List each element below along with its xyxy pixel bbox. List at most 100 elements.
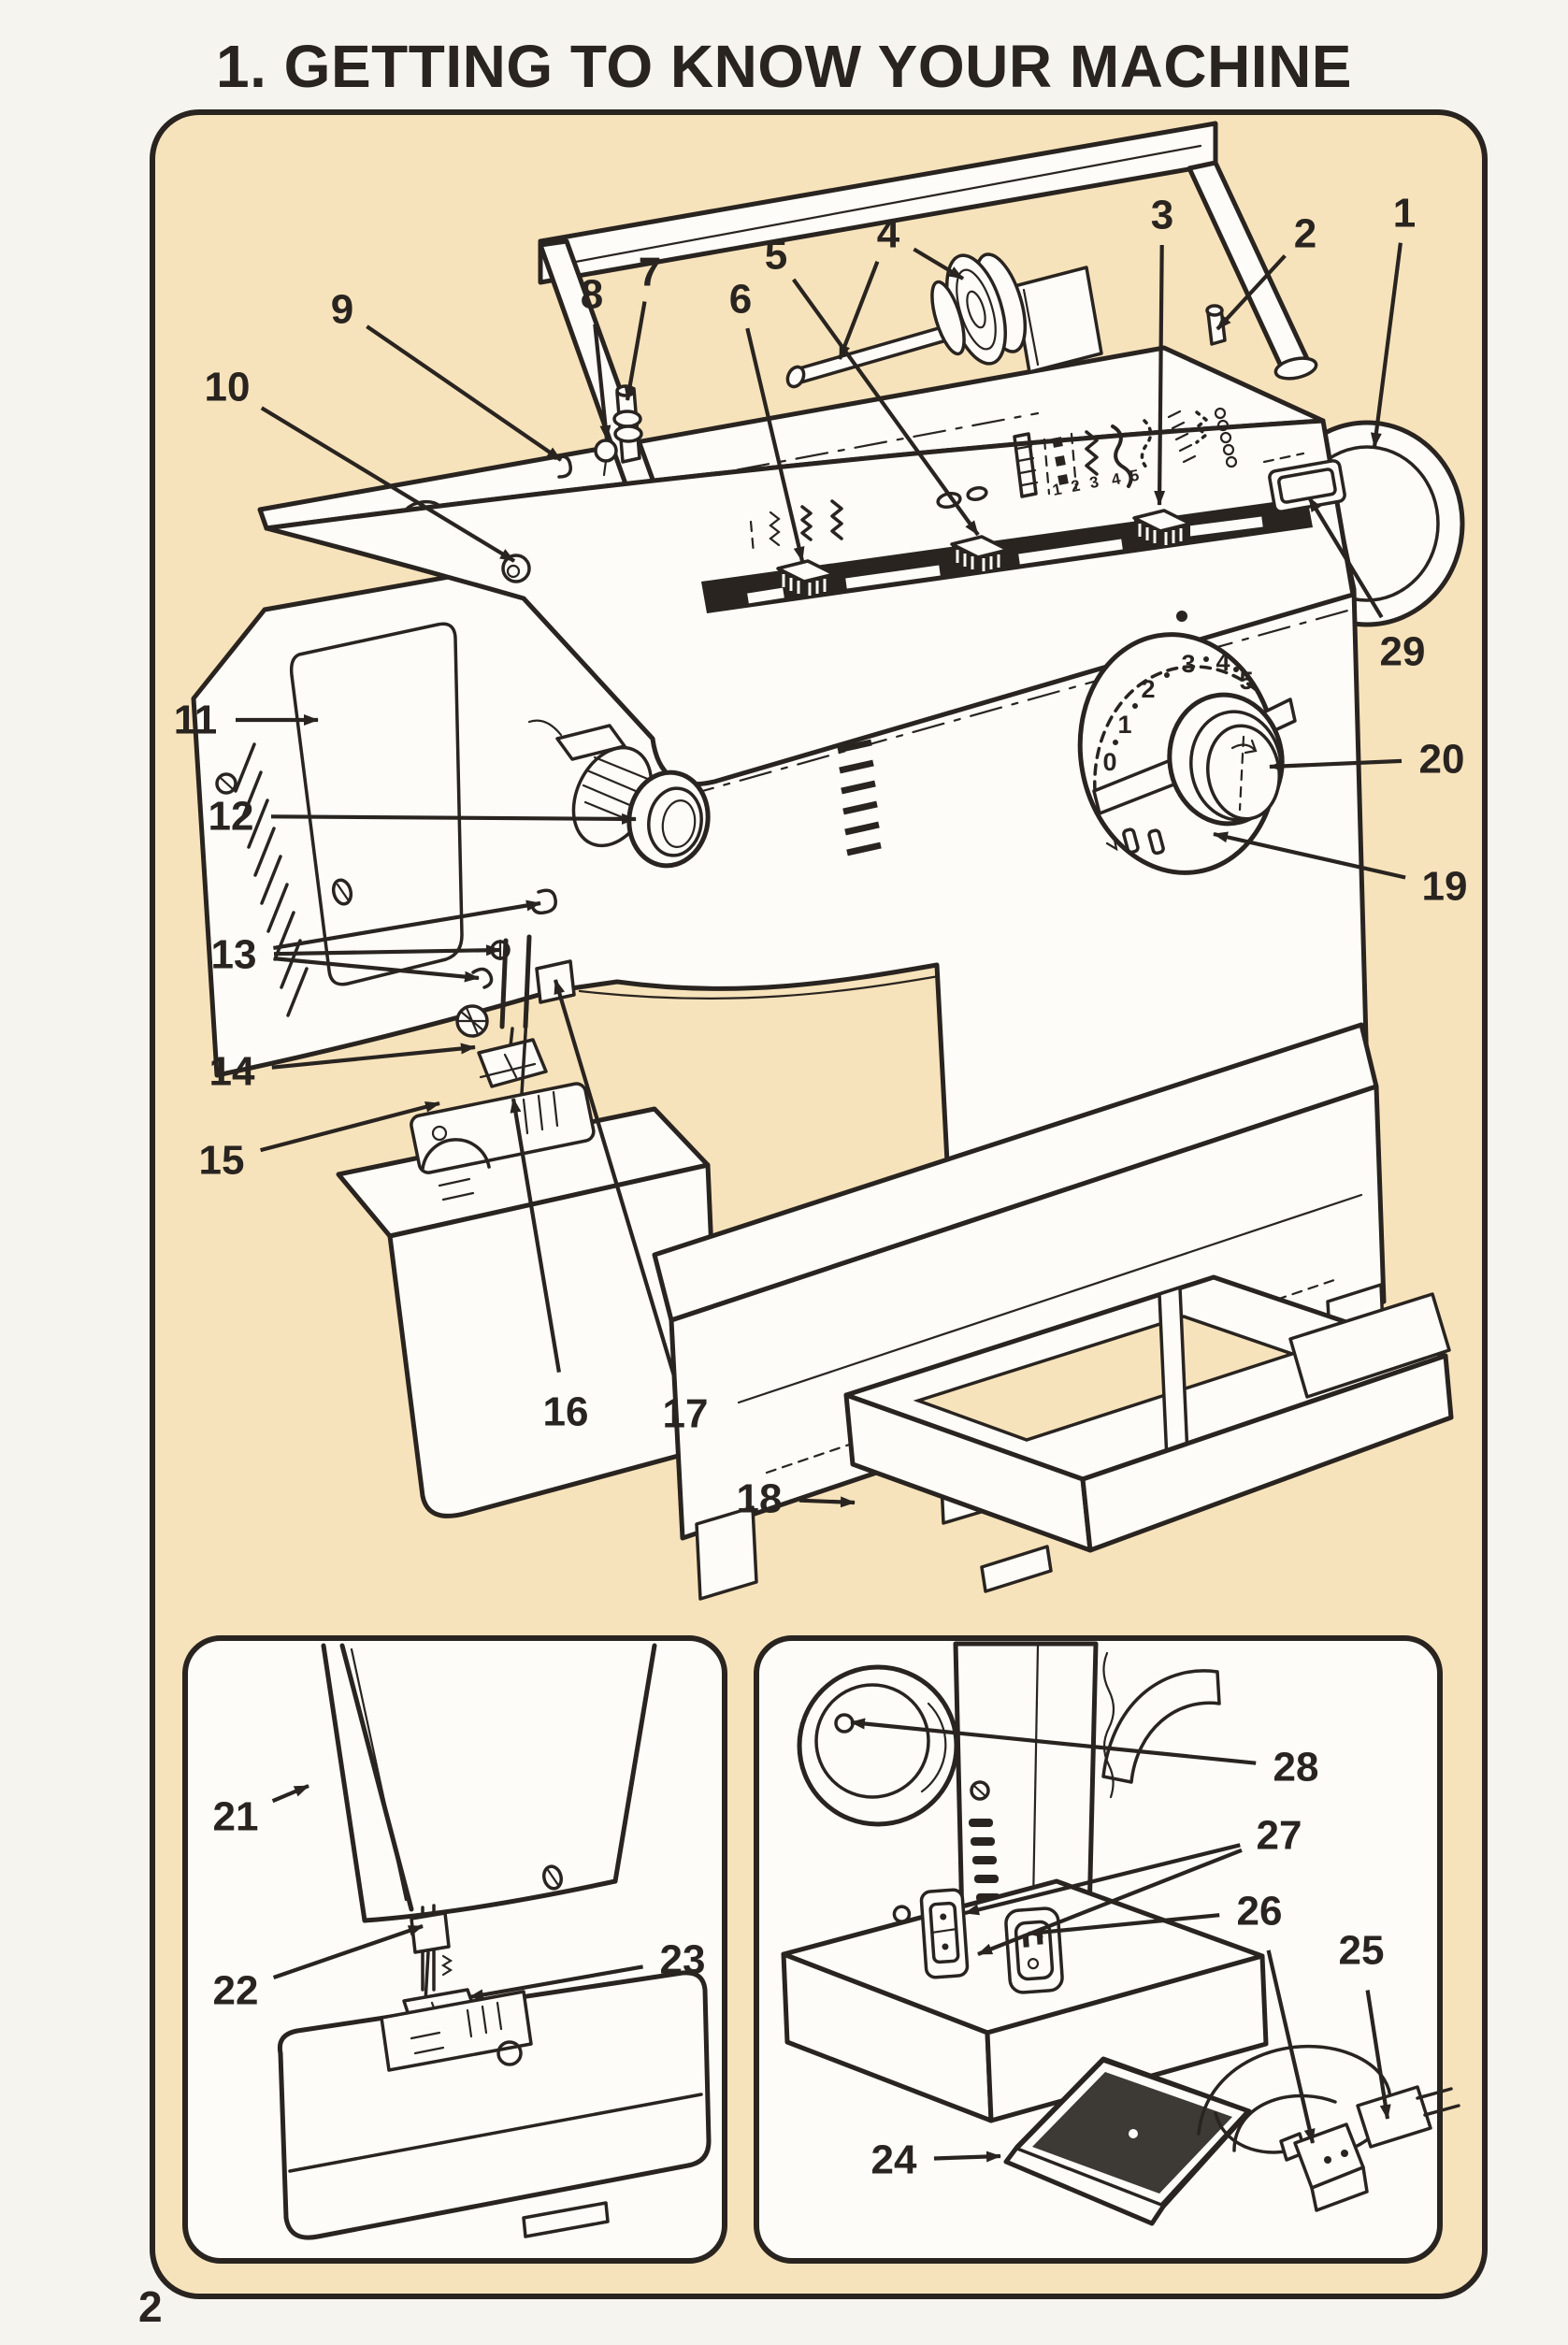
callout-15-number: 15 — [199, 1138, 245, 1184]
callout-16: 16 — [510, 1098, 589, 1435]
machine-base-rear — [781, 1878, 1269, 2123]
callout-19-leader — [1213, 831, 1406, 880]
callout-27-leader — [964, 1843, 1241, 1916]
callout-23-number: 23 — [660, 1937, 706, 1983]
callout-11: 11 — [174, 698, 319, 743]
inset-needle-plate — [380, 1990, 533, 2072]
callout-29-number: 29 — [1380, 629, 1426, 675]
face-plate — [215, 622, 464, 986]
callout-13-number: 13 — [211, 932, 257, 978]
control-panel — [264, 418, 1359, 798]
dial-label-3: 3 — [1181, 650, 1195, 678]
callout-20-number: 20 — [1419, 737, 1465, 783]
callout-3: 3 — [1151, 193, 1173, 506]
callout-4-number: 4 — [877, 211, 900, 257]
callout-26: 26 — [1028, 1889, 1316, 2144]
stitch-selector-levers — [776, 509, 1192, 598]
wall-plug — [1356, 2085, 1460, 2149]
needle-assembly — [455, 934, 576, 1111]
callout-14-leader — [271, 1043, 476, 1070]
callout-12: 12 — [209, 794, 637, 840]
callout-27: 27 — [964, 1813, 1302, 1956]
callout-7-leader — [624, 301, 647, 401]
callout-29-leader — [1307, 496, 1384, 619]
callout-28: 28 — [850, 1718, 1319, 1791]
callout-16-number: 16 — [543, 1389, 589, 1435]
callout-25: 25 — [1339, 1928, 1391, 2120]
rear-handwheel — [797, 1664, 959, 1827]
needle-plate — [410, 1082, 596, 1201]
callout-4-leader — [913, 247, 965, 281]
callout-13-leader — [273, 957, 480, 983]
callout-25-number: 25 — [1339, 1928, 1385, 1974]
callout-9: 9 — [331, 287, 563, 462]
page-title: 1. GETTING TO KNOW YOUR MACHINE — [216, 33, 1352, 100]
stitch-chart — [749, 407, 1305, 555]
callout-24: 24 — [871, 2137, 1001, 2183]
foot-control — [1003, 2056, 1252, 2226]
dial-label-0: 0 — [1102, 748, 1116, 776]
callout-19: 19 — [1213, 831, 1468, 910]
callout-11-number: 11 — [174, 698, 218, 743]
callout-21-number: 21 — [213, 1794, 259, 1840]
callout-18: 18 — [737, 1476, 856, 1522]
callout-5-number: 5 — [765, 233, 787, 279]
callout-13-leader — [273, 899, 541, 950]
dial-label-4: 4 — [1216, 648, 1230, 676]
callout-28-leader — [850, 1718, 1257, 1765]
arm-vent-slots — [837, 739, 882, 856]
callout-18-number: 18 — [737, 1476, 783, 1522]
callout-6: 6 — [729, 277, 805, 562]
power-switch — [892, 1888, 970, 1979]
callout-26-leader — [1266, 1949, 1316, 2144]
callout-1-number: 1 — [1393, 191, 1416, 237]
callout-26-leader — [1028, 1913, 1220, 1938]
callout-29: 29 — [1307, 496, 1426, 675]
callout-7-number: 7 — [639, 250, 661, 295]
callout-16-leader — [510, 1098, 561, 1373]
callout-9-leader — [366, 324, 563, 462]
callout-10-number: 10 — [205, 365, 251, 410]
head-vents — [234, 742, 309, 1017]
callout-10: 10 — [205, 365, 516, 563]
callout-2: 2 — [1216, 211, 1316, 331]
callout-26-number: 26 — [1237, 1889, 1283, 1935]
stitch-length-dial — [1077, 611, 1297, 875]
callout-13: 13 — [211, 899, 541, 983]
callout-5: 5 — [765, 233, 980, 537]
callout-8-number: 8 — [581, 272, 603, 318]
callout-19-number: 19 — [1422, 864, 1468, 910]
callout-10-leader — [260, 406, 516, 563]
callout-2-number: 2 — [1294, 211, 1316, 257]
callout-20-leader — [1269, 758, 1403, 772]
machine-plug — [1279, 2122, 1369, 2212]
callout-4-leader — [838, 261, 880, 360]
callout-1: 1 — [1370, 191, 1416, 448]
page-number: 2 — [138, 2282, 163, 2331]
spool-pin-assembly — [785, 252, 1103, 389]
callout-9-number: 9 — [331, 287, 353, 333]
callout-27-leader — [977, 1848, 1243, 1956]
callout-8-leader — [593, 324, 611, 440]
callouts-inset-right: 24 25 26 27 28 — [850, 1718, 1391, 2183]
power-cord-receptacle — [1004, 1906, 1064, 1994]
callout-18-leader — [798, 1496, 856, 1508]
callout-28-number: 28 — [1273, 1745, 1319, 1791]
face-cover-latch — [501, 554, 531, 583]
callout-22: 22 — [213, 1924, 424, 2014]
callout-21: 21 — [213, 1784, 309, 1840]
callout-1-leader — [1370, 242, 1403, 448]
callout-22-leader — [272, 1924, 424, 1979]
callout-27-number: 27 — [1257, 1813, 1302, 1859]
extension-table — [843, 1274, 1454, 1593]
callout-12-leader — [270, 813, 637, 825]
callout-14-number: 14 — [209, 1049, 255, 1095]
callout-12-number: 12 — [209, 794, 254, 840]
callout-20: 20 — [1269, 737, 1465, 783]
dial-label-2: 2 — [1141, 675, 1155, 703]
callout-7: 7 — [624, 250, 661, 401]
dial-label-5: 5 — [1239, 667, 1253, 695]
